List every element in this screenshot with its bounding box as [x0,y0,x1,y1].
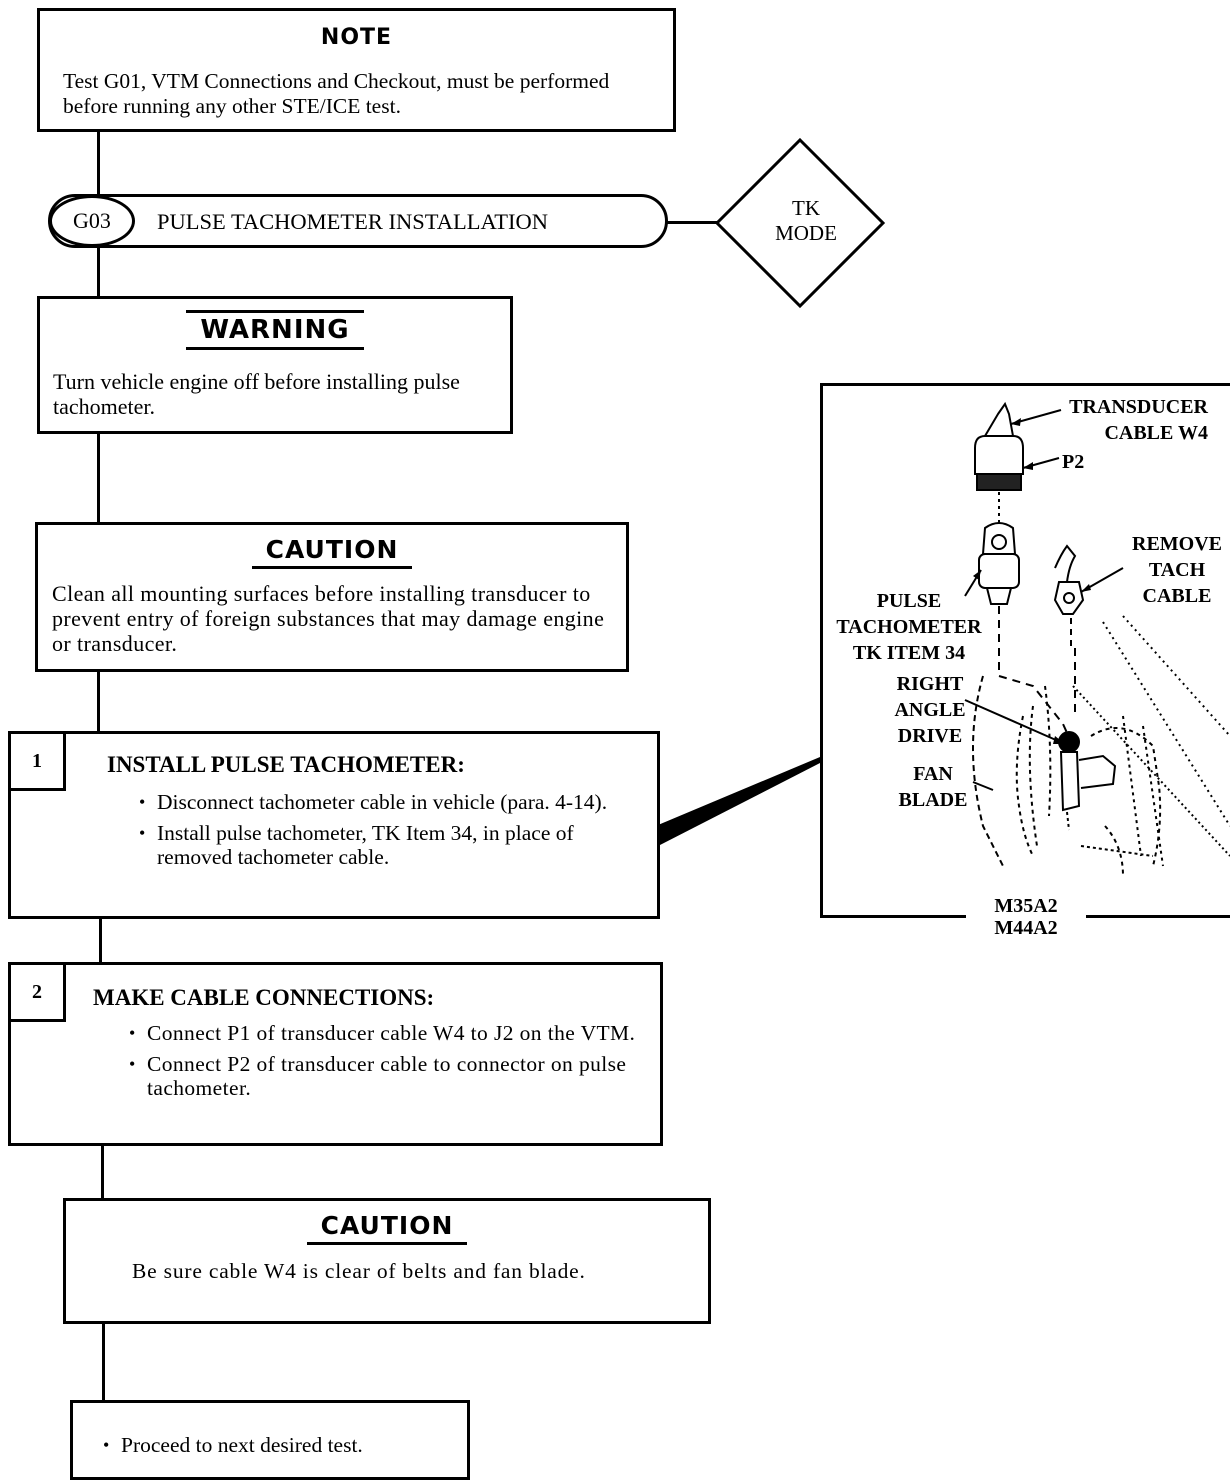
callout-pulse-tachometer: PULSE TACHOMETER TK ITEM 34 [836,590,982,664]
caution-2-header: CAUTION [66,1211,708,1245]
warning-text: Turn vehicle engine off before installin… [53,369,460,419]
step-1-bullets: Disconnect tachometer cable in vehicle (… [137,790,631,876]
caution-1-header: CAUTION [38,535,626,569]
mode-label: TK MODE [775,196,837,245]
step-1-title: INSTALL PULSE TACHOMETER: [107,752,465,777]
flow-connector [101,1144,104,1200]
callout-fan-blade: FAN BLADE [898,763,968,811]
step-2-box: 2 MAKE CABLE CONNECTIONS: Connect P1 of … [8,962,663,1146]
list-item: Disconnect tachometer cable in vehicle (… [137,790,631,814]
flow-connector [97,130,100,198]
note-box: NOTE Test G01, VTM Connections and Check… [37,8,676,132]
mode-diamond [714,137,886,309]
test-title-capsule: G03 PULSE TACHOMETER INSTALLATION [48,194,668,248]
note-text: Test G01, VTM Connections and Checkout, … [63,69,610,118]
list-item: Connect P1 of transducer cable W4 to J2 … [127,1021,636,1045]
step-2-title: MAKE CABLE CONNECTIONS: [93,985,435,1010]
list-item: Connect P2 of transducer cable to connec… [127,1052,636,1100]
note-header: NOTE [320,25,393,50]
caution-2-text: Be sure cable W4 is clear of belts and f… [132,1259,586,1283]
step-2-bullets: Connect P1 of transducer cable W4 to J2 … [127,1021,636,1107]
final-box: Proceed to next desired test. [70,1400,470,1480]
callout-remove-tach-cable: REMOVE TACH CABLE [1132,533,1222,607]
warning-box: WARNING Turn vehicle engine off before i… [37,296,513,434]
test-title: PULSE TACHOMETER INSTALLATION [157,209,548,234]
flow-connector [97,432,100,524]
callout-p2: P2 [1062,451,1085,473]
flow-connector [97,246,100,298]
caution-box-2: CAUTION Be sure cable W4 is clear of bel… [63,1198,711,1324]
illustration-pointer [658,757,820,845]
callout-right-angle-drive: RIGHT ANGLE DRIVE [894,673,966,747]
step-2-number: 2 [8,962,66,1022]
list-item: Install pulse tachometer, TK Item 34, in… [137,821,631,869]
final-bullets: Proceed to next desired test. [101,1433,457,1464]
test-code-oval: G03 [49,195,135,247]
flow-connector [99,917,102,965]
callout-models: M35A2 M44A2 [966,895,1086,939]
illustration-panel [820,383,1230,918]
callout-transducer-cable: TRANSDUCER CABLE W4 [1069,396,1208,444]
warning-header: WARNING [40,310,510,350]
test-code: G03 [73,208,111,233]
flow-connector [97,670,100,732]
caution-1-text: Clean all mounting surfaces before insta… [52,581,605,656]
caution-box-1: CAUTION Clean all mounting surfaces befo… [35,522,629,672]
list-item: Proceed to next desired test. [101,1433,457,1457]
flow-connector [102,1322,105,1402]
step-1-box: 1 INSTALL PULSE TACHOMETER: Disconnect t… [8,731,660,919]
step-1-number: 1 [8,731,66,791]
mode-connector [666,221,718,224]
engine-drawing [964,401,1230,876]
